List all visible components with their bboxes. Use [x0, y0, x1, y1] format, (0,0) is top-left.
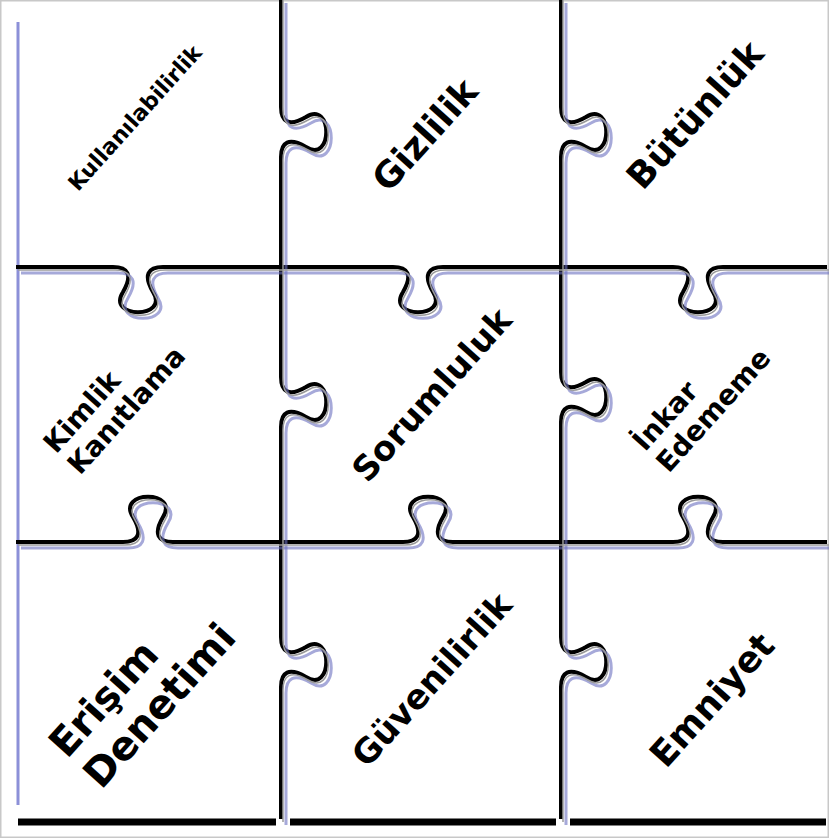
bottom-edge [18, 819, 276, 826]
seam-line [18, 270, 283, 315]
seam-line [563, 270, 829, 315]
piece-label: Erişim Denetimi [40, 583, 245, 796]
puzzle-piece: İnkar Edememe [563, 270, 829, 545]
seam-line [283, 500, 563, 545]
puzzle-piece: Güvenilirlik [283, 545, 563, 822]
seam-highlight [566, 548, 611, 825]
puzzle-seams [16, 0, 829, 825]
seam-highlight [286, 548, 331, 825]
piece-label: Bütünlük [618, 33, 772, 197]
seam-line [283, 270, 328, 545]
bottom-edge [290, 819, 556, 826]
seam-line [563, 270, 608, 545]
piece-label: Kullanılabilirlik [63, 40, 207, 196]
piece-label: Kimlik Kanıtlama [38, 319, 193, 481]
seam-line [283, 545, 328, 822]
piece-label: İnkar Edememe [626, 321, 777, 479]
piece-label: Gizlilik [364, 71, 486, 200]
seam-line [563, 0, 608, 270]
puzzle-piece: Kullanılabilirlik [18, 0, 283, 270]
puzzle-piece: Emniyet [563, 545, 829, 822]
seam-line [563, 545, 608, 822]
puzzle-piece: Gizlilik [283, 0, 563, 270]
puzzle-piece: Kimlik Kanıtlama [18, 270, 283, 545]
seam-line [283, 270, 563, 315]
puzzle-piece: Erişim Denetimi [18, 545, 283, 822]
bottom-edge [570, 819, 826, 826]
seam-line [283, 0, 328, 270]
puzzle-piece: Bütünlük [563, 0, 829, 270]
seam-line [18, 500, 283, 545]
left-edge [17, 22, 20, 805]
piece-label: Emniyet [641, 625, 782, 775]
piece-label: Sorumluluk [344, 301, 519, 490]
piece-label: Güvenilirlik [344, 585, 520, 774]
puzzle-piece: Sorumluluk [283, 270, 563, 545]
seam-line [563, 500, 829, 545]
